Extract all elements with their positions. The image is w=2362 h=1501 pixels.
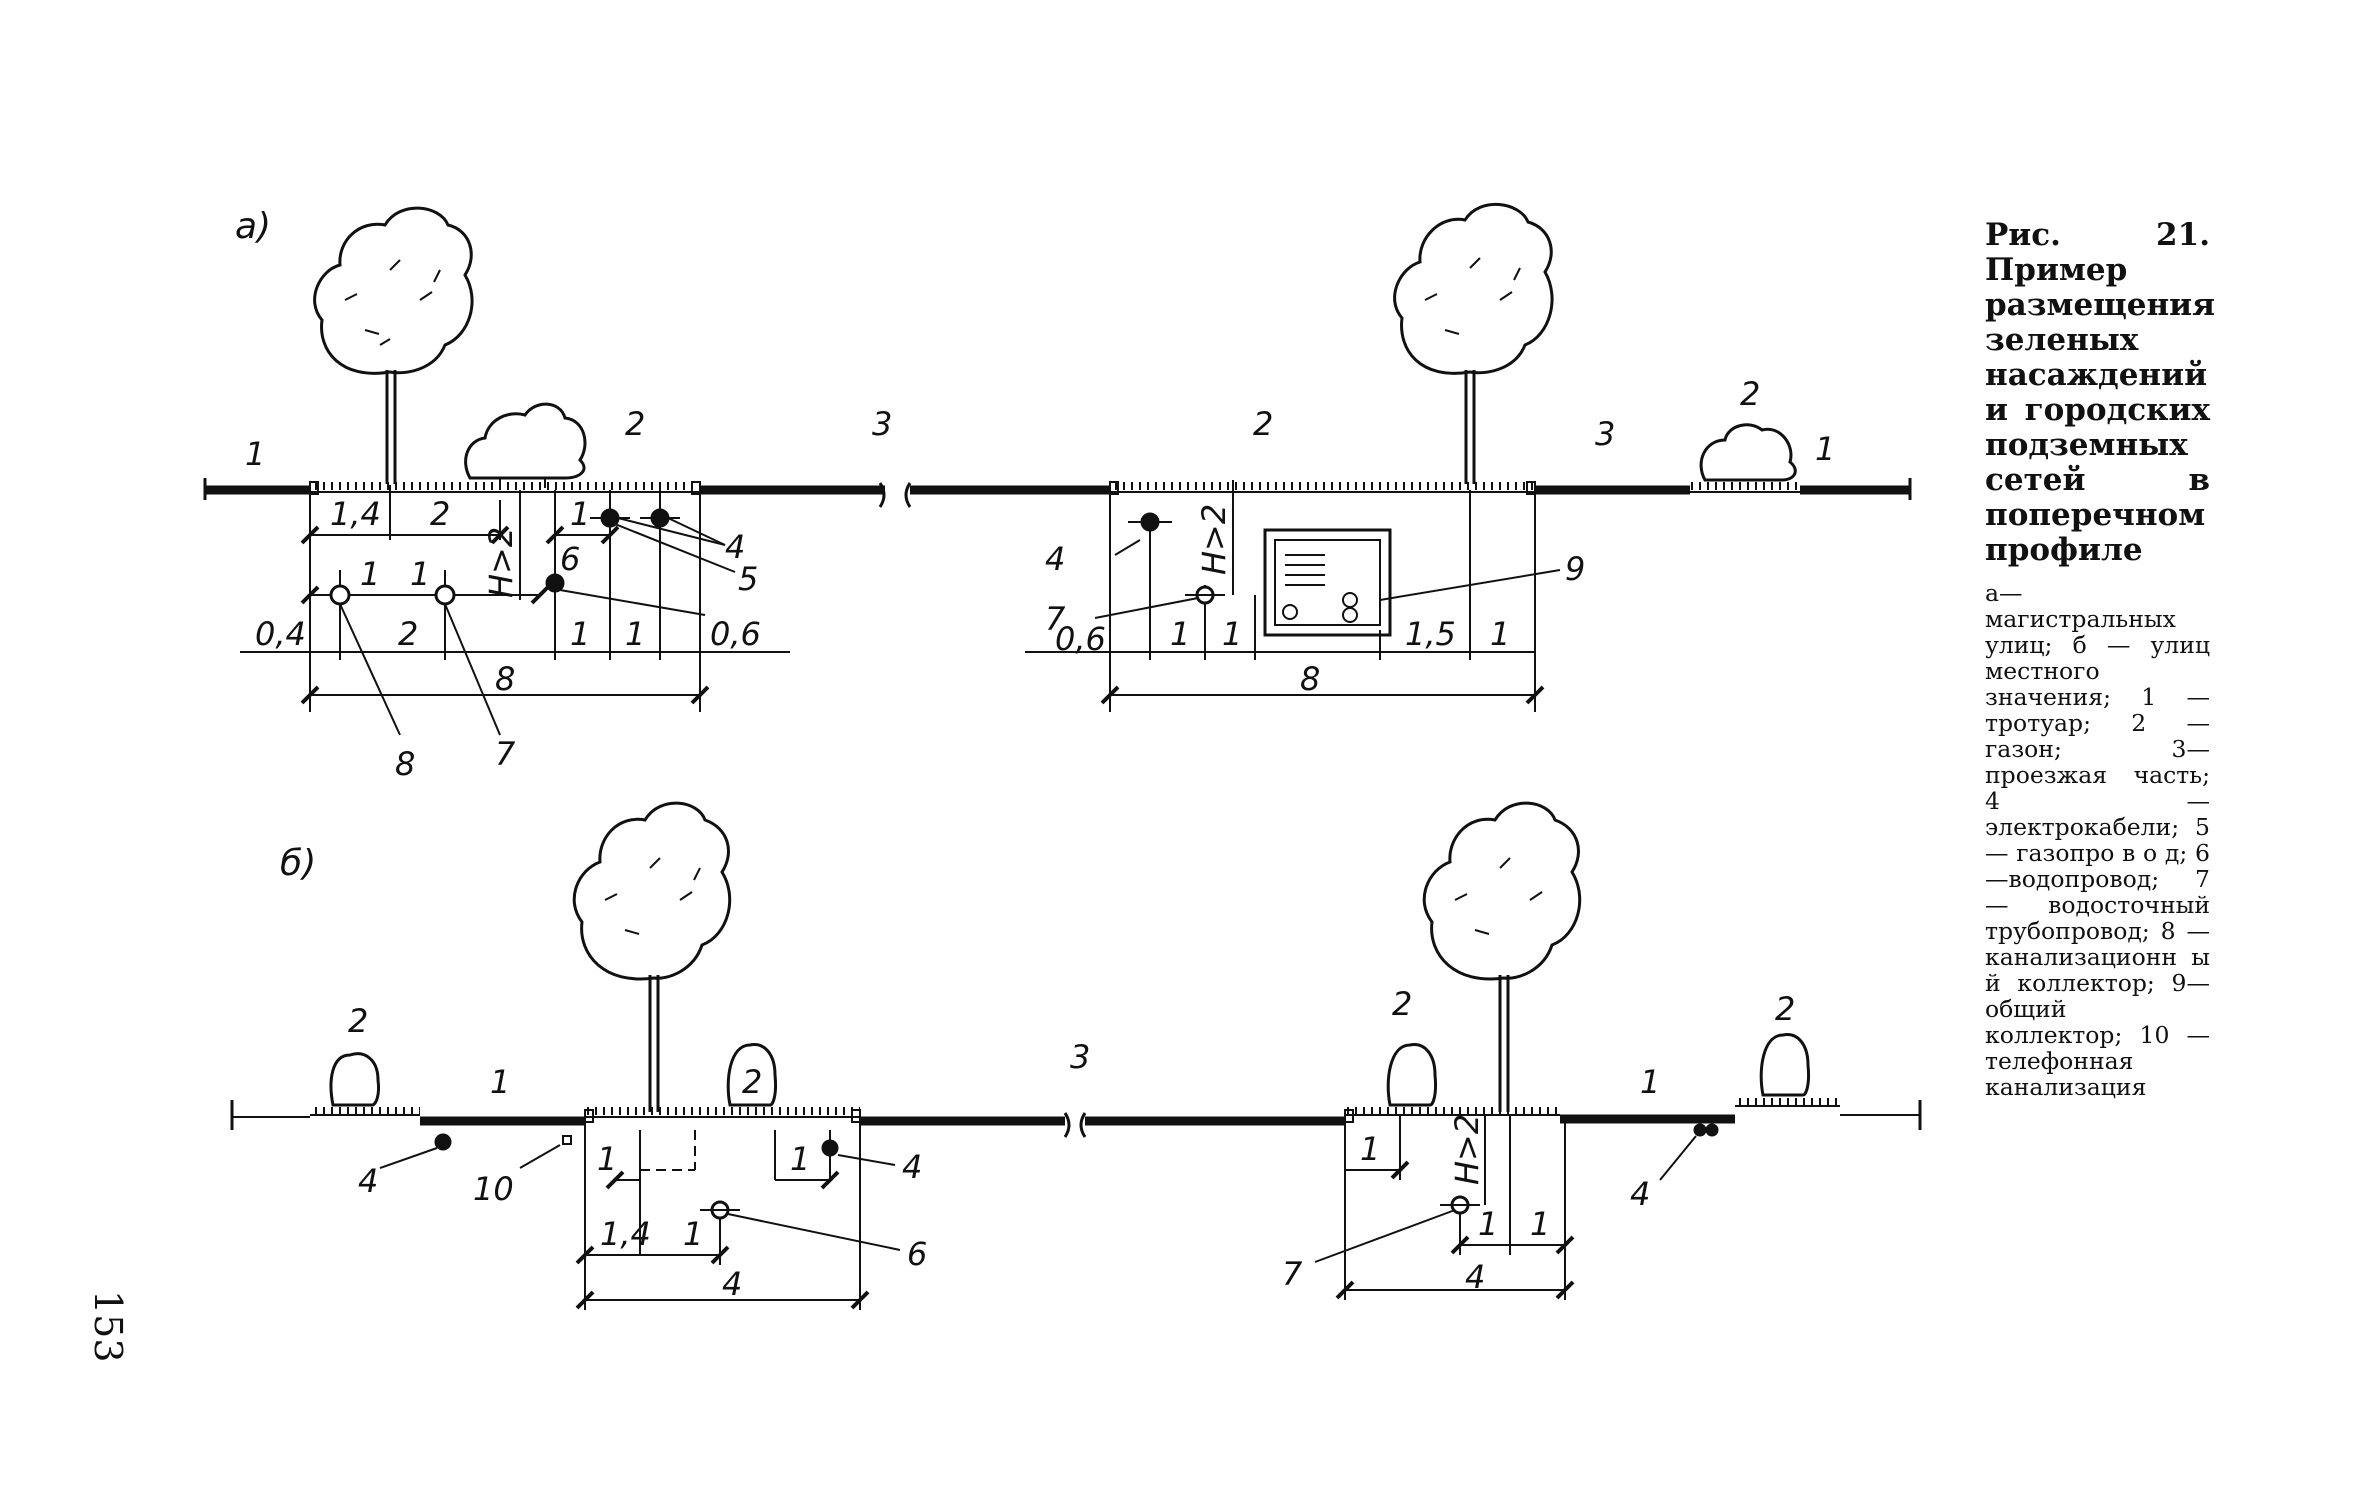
b-left-callout-4b: 4 bbox=[902, 1148, 922, 1186]
a-left-zone-1: 1 bbox=[245, 435, 265, 473]
a-right-depth: H>2 bbox=[1195, 504, 1233, 575]
b-left-dim-top-1a: 1 bbox=[597, 1140, 617, 1178]
a-left-callout-7: 7 bbox=[495, 735, 516, 773]
b-left-callout-10: 10 bbox=[473, 1170, 514, 1208]
b-left-zone-1: 1 bbox=[490, 1063, 510, 1101]
a-right-callout-9: 9 bbox=[1565, 550, 1585, 588]
a-right-dim-1c: 1 bbox=[1490, 615, 1510, 653]
a-right-zone-2b: 2 bbox=[1740, 375, 1760, 413]
a-right-zone-1: 1 bbox=[1815, 430, 1835, 468]
figure-title: Рис. 21. Пример размещения зеленых насаж… bbox=[1985, 217, 2216, 568]
panel-a-left-section bbox=[203, 206, 886, 736]
b-right-zone-2a: 2 bbox=[1392, 985, 1412, 1023]
a-left-zone-3: 3 bbox=[872, 405, 892, 443]
b-right-dim-1b: 1 bbox=[1530, 1205, 1550, 1243]
a-left-dim-1-4: 1,4 bbox=[330, 495, 381, 533]
b-right-zone-2b: 2 bbox=[1775, 990, 1795, 1028]
a-left-dim-0-4: 0,4 bbox=[255, 615, 306, 653]
a-left-dim-row3-2: 2 bbox=[398, 615, 418, 653]
figure-caption: Рис. 21. Пример размещения зеленых насаж… bbox=[1985, 217, 2216, 1101]
a-left-dim-0-6: 0,6 bbox=[710, 615, 761, 653]
a-right-callout-7: 7 bbox=[1045, 600, 1066, 638]
panel-a-label: а) bbox=[235, 206, 271, 247]
b-right-total: 4 bbox=[1465, 1258, 1485, 1296]
a-right-dim-1-5: 1,5 bbox=[1405, 615, 1456, 653]
a-left-zone-2: 2 bbox=[625, 405, 645, 443]
figure-legend: а—магистральных улиц; б — улиц местного … bbox=[1985, 579, 2210, 1101]
a-left-dim-1: 1 bbox=[570, 495, 590, 533]
a-right-zone-3: 3 bbox=[1595, 415, 1615, 453]
b-left-dim-top-1b: 1 bbox=[790, 1140, 810, 1178]
a-left-depth: H>2 bbox=[482, 527, 520, 598]
b-left-callout-6: 6 bbox=[907, 1235, 927, 1273]
page-number: 153 bbox=[86, 1290, 130, 1363]
a-left-callout-8: 8 bbox=[395, 745, 415, 783]
b-left-total: 4 bbox=[722, 1265, 742, 1303]
a-left-total: 8 bbox=[495, 660, 515, 698]
b-right-dim-1a: 1 bbox=[1478, 1205, 1498, 1243]
a-left-dim-row2-2: 1 bbox=[410, 555, 430, 593]
b-left-dim-1-4: 1,4 bbox=[600, 1215, 651, 1253]
panel-b-left-section bbox=[230, 801, 1071, 1310]
b-left-zone-3: 3 bbox=[1070, 1038, 1090, 1076]
b-right-callout-4: 4 bbox=[1630, 1175, 1650, 1213]
b-right-dim-top-1: 1 bbox=[1360, 1130, 1380, 1168]
panel-a-right-section bbox=[904, 203, 1912, 712]
b-left-callout-4a: 4 bbox=[358, 1162, 378, 1200]
a-left-callout-6: 6 bbox=[560, 540, 580, 578]
b-right-depth: H>2 bbox=[1448, 1114, 1486, 1185]
a-right-callout-4: 4 bbox=[1045, 540, 1065, 578]
a-right-zone-2: 2 bbox=[1253, 405, 1273, 443]
panel-b-right-section bbox=[1079, 801, 1922, 1300]
a-left-callout-5: 5 bbox=[738, 560, 758, 598]
a-left-dim-row3-1a: 1 bbox=[570, 615, 590, 653]
b-left-dim-1: 1 bbox=[683, 1215, 703, 1253]
a-right-total: 8 bbox=[1300, 660, 1320, 698]
b-left-zone-2b: 2 bbox=[742, 1063, 762, 1101]
a-right-dim-0-6: 0,6 bbox=[1055, 620, 1106, 658]
a-left-dim-2: 2 bbox=[430, 495, 450, 533]
a-left-dim-row2-1: 1 bbox=[360, 555, 380, 593]
b-right-zone-1: 1 bbox=[1640, 1063, 1660, 1101]
panel-b-label: б) bbox=[280, 843, 316, 884]
b-left-zone-2: 2 bbox=[348, 1002, 368, 1040]
b-right-callout-7: 7 bbox=[1282, 1255, 1303, 1293]
a-left-callout-4: 4 bbox=[725, 528, 745, 566]
a-right-dim-1a: 1 bbox=[1170, 615, 1190, 653]
a-left-dim-row3-1b: 1 bbox=[625, 615, 645, 653]
a-right-dim-1b: 1 bbox=[1222, 615, 1242, 653]
